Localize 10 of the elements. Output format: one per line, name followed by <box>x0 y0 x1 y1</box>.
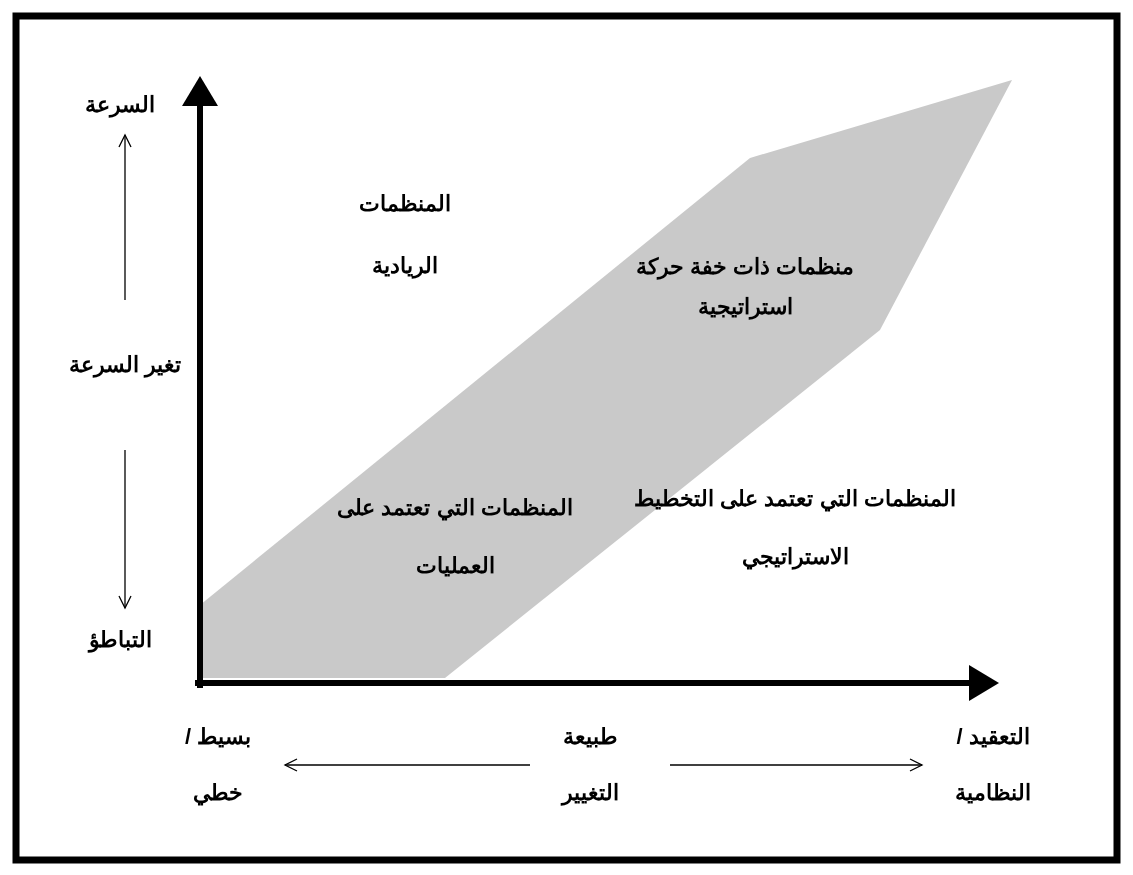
region-label: المنظمات التي تعتمد على التخطيط الاستراتيجي <box>633 485 957 572</box>
band-text: المنظمات التي تعتمد على العمليات <box>336 494 574 580</box>
axis-end-label: بسيط / خطي <box>183 723 253 808</box>
axis-end-label: السرعة <box>84 91 156 120</box>
region-label: المنظمات الريادية <box>358 190 452 281</box>
axis-end-label: التعقيد / النظامية <box>954 723 1032 807</box>
band-text: منظمات ذات خفة حركة استراتيجية <box>634 253 856 322</box>
axis-title: طبيعة التغيير <box>559 723 620 808</box>
axis-title: تغير السرعة <box>67 351 183 380</box>
axis-end-label: التباطؤ <box>86 626 153 655</box>
